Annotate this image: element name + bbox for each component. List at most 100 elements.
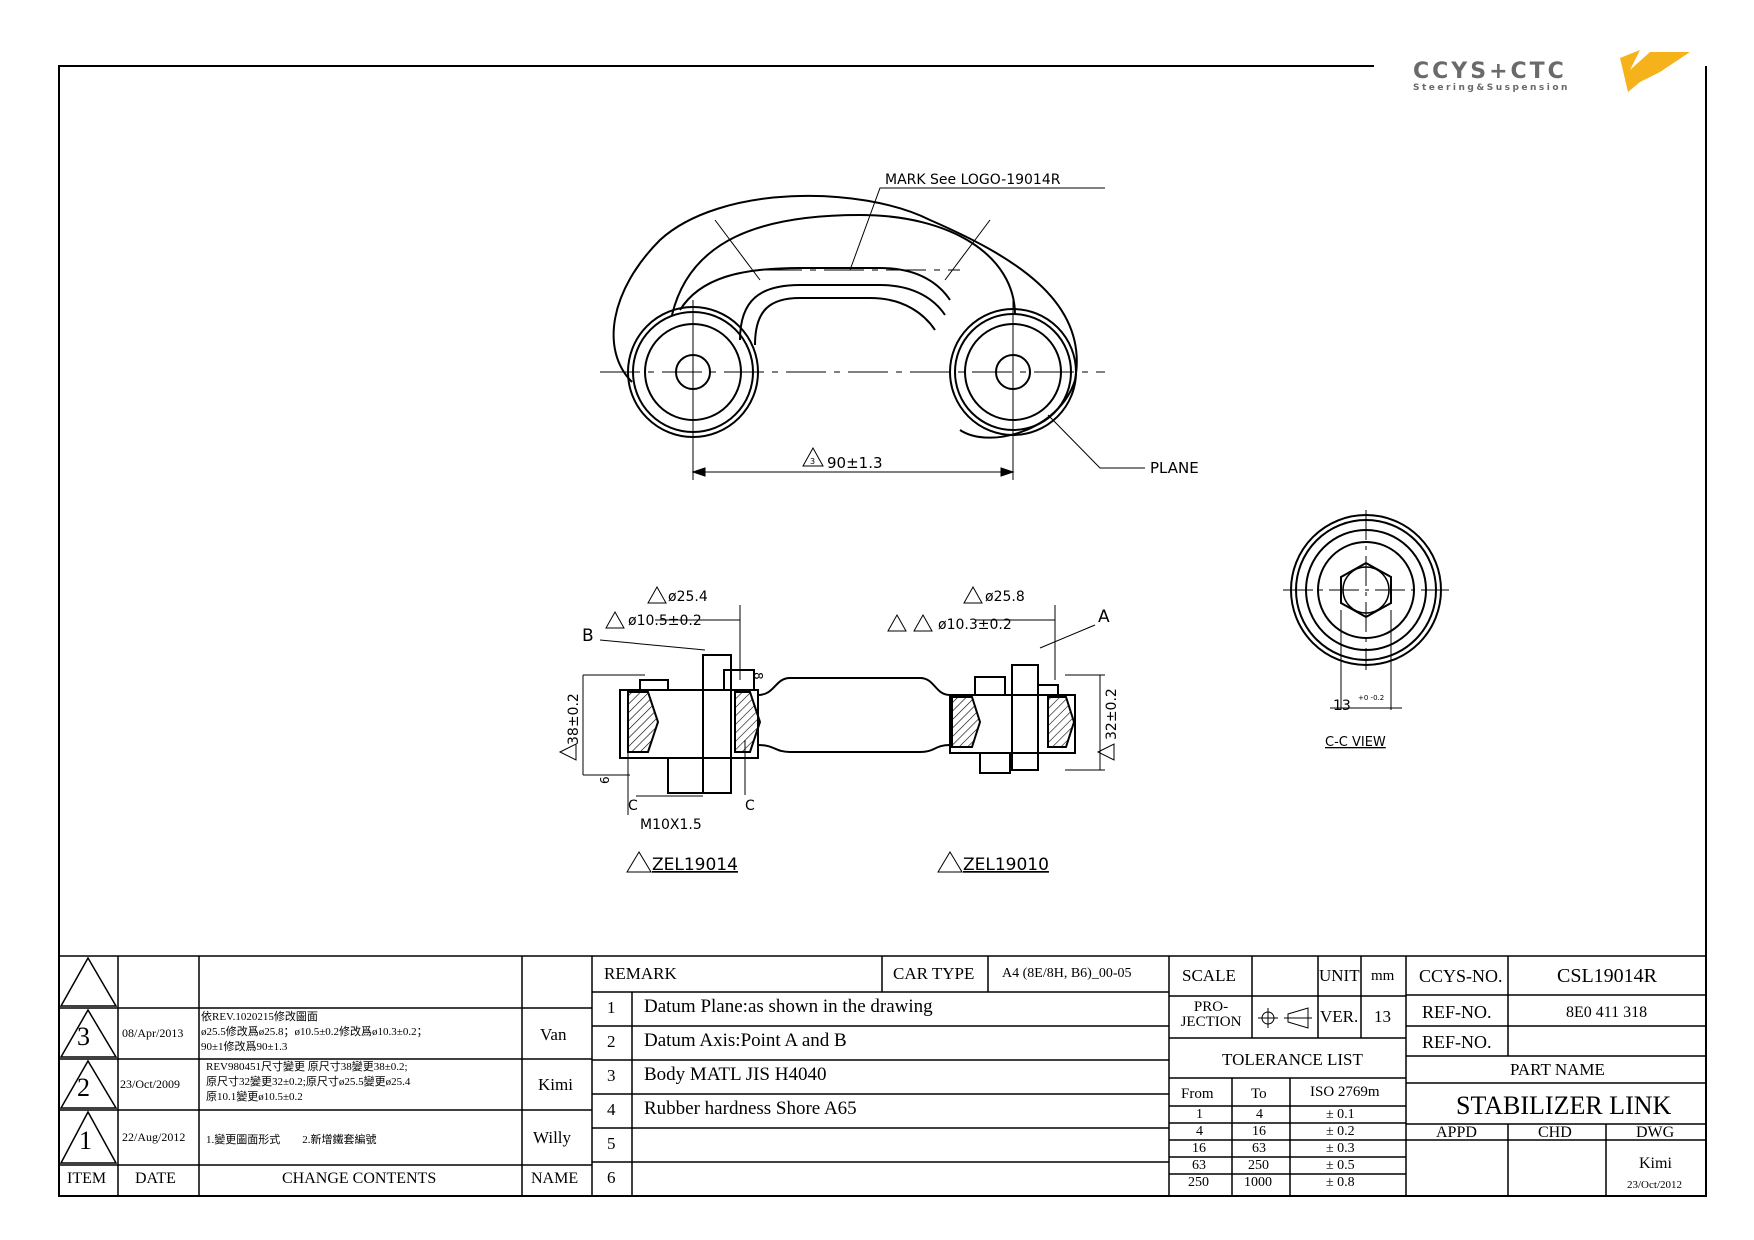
tol-from-header: From bbox=[1181, 1086, 1214, 1102]
dwg-label: DWG bbox=[1636, 1124, 1675, 1141]
tol-cell: 1000 bbox=[1244, 1175, 1272, 1190]
remark-text: Datum Axis:Point A and B bbox=[644, 1030, 847, 1051]
side-view bbox=[582, 605, 1105, 815]
tol-cell: ± 0.3 bbox=[1326, 1141, 1355, 1156]
rev-date-3: 08/Apr/2013 bbox=[122, 1026, 184, 1040]
center-distance-dim: 90±1.3 bbox=[827, 454, 883, 472]
remark-text: Body MATL JIS H4040 bbox=[644, 1064, 827, 1085]
tol-cell: 16 bbox=[1192, 1141, 1206, 1156]
chd-label: CHD bbox=[1538, 1124, 1572, 1141]
part-name-label: PART NAME bbox=[1510, 1060, 1605, 1079]
revision-triangle-icons bbox=[558, 585, 1115, 873]
rev-change-1: 1.變更圖面形式 2.新增鐵套編號 bbox=[206, 1134, 377, 1146]
rev-change-2: REV980451尺寸變更 原尺寸38變更38±0.2;原尺寸32變更32±0.… bbox=[206, 1061, 411, 1103]
section-view bbox=[1283, 510, 1449, 710]
ref-no-value: 8E0 411 318 bbox=[1566, 1004, 1648, 1021]
tol-cell: 250 bbox=[1188, 1175, 1209, 1190]
right-dia-outer: ø25.8 bbox=[985, 589, 1025, 605]
company-logo: CCYS+CTC Steering&Suspension bbox=[1413, 50, 1690, 93]
scale-label: SCALE bbox=[1182, 966, 1236, 985]
section-c-right: C bbox=[745, 798, 755, 814]
tol-iso-header: ISO 2769m bbox=[1310, 1084, 1380, 1100]
top-view-centerlines bbox=[600, 187, 1145, 480]
ccys-no-label: CCYS-NO. bbox=[1419, 966, 1503, 986]
top-view bbox=[612, 194, 1078, 439]
rev-item-3: 3 bbox=[77, 1022, 90, 1051]
rev-item-2: 2 bbox=[77, 1073, 90, 1102]
thread-dim: M10X1.5 bbox=[640, 817, 702, 833]
tol-cell: ± 0.1 bbox=[1326, 1107, 1355, 1122]
drawer-name: Kimi bbox=[1639, 1155, 1672, 1172]
tol-cell: 250 bbox=[1248, 1158, 1269, 1173]
point-a-label: A bbox=[1098, 607, 1110, 627]
section-width-dim: 13 bbox=[1333, 698, 1351, 714]
tol-cell: ± 0.2 bbox=[1326, 1124, 1355, 1139]
plane-label: PLANE bbox=[1150, 459, 1199, 477]
unit-value: mm bbox=[1371, 968, 1395, 984]
unit-label: UNIT bbox=[1319, 966, 1360, 985]
drawing-date: 23/Oct/2012 bbox=[1627, 1179, 1682, 1191]
car-type-label: CAR TYPE bbox=[893, 964, 975, 983]
rev-item-1: 1 bbox=[79, 1126, 92, 1155]
tol-cell: 16 bbox=[1252, 1124, 1266, 1139]
title-block-grid bbox=[58, 955, 1707, 1197]
left-dim-8: 8 bbox=[751, 672, 765, 680]
ccys-no-value: CSL19014R bbox=[1557, 965, 1658, 987]
section-c-left: C bbox=[628, 798, 638, 814]
rev-header-item: ITEM bbox=[67, 1170, 107, 1187]
tol-cell: ± 0.8 bbox=[1326, 1175, 1355, 1190]
tol-cell: 1 bbox=[1196, 1107, 1203, 1122]
logo-tagline: Steering&Suspension bbox=[1413, 83, 1570, 93]
remark-no: 2 bbox=[607, 1032, 616, 1051]
remark-no: 6 bbox=[607, 1168, 616, 1187]
rev3-triangle-icon: 3 bbox=[802, 446, 824, 467]
left-dia-inner: ø10.5±0.2 bbox=[628, 613, 702, 629]
rev-date-1: 22/Aug/2012 bbox=[122, 1130, 186, 1144]
right-dia-inner: ø10.3±0.2 bbox=[938, 617, 1012, 633]
logo-mark-icon bbox=[1620, 50, 1690, 92]
tol-cell: 63 bbox=[1192, 1158, 1206, 1173]
remark-no: 1 bbox=[607, 998, 616, 1017]
rev-name-2: Kimi bbox=[538, 1075, 573, 1094]
appd-label: APPD bbox=[1436, 1124, 1477, 1141]
right-part-no: ZEL19010 bbox=[963, 855, 1049, 875]
right-height-dim: 32±0.2 bbox=[1104, 688, 1120, 740]
point-b-label: B bbox=[582, 626, 594, 646]
rev-header-date: DATE bbox=[135, 1170, 176, 1187]
ref-no-label-2: REF-NO. bbox=[1422, 1032, 1492, 1052]
right-dims: ø25.8 ø10.3±0.2 A 32±0.2 ZEL19010 bbox=[938, 589, 1120, 875]
rev-header-change: CHANGE CONTENTS bbox=[282, 1170, 437, 1187]
tol-cell: 4 bbox=[1196, 1124, 1203, 1139]
mark-note: MARK See LOGO-19014R bbox=[885, 172, 1061, 188]
remark-no: 4 bbox=[607, 1100, 616, 1119]
left-dim-6: 6 bbox=[598, 776, 612, 784]
tol-cell: ± 0.5 bbox=[1326, 1158, 1355, 1173]
left-height-dim: 38±0.2 bbox=[566, 693, 582, 745]
left-part-no: ZEL19014 bbox=[652, 855, 738, 875]
remark-text: Rubber hardness Shore A65 bbox=[644, 1098, 857, 1119]
tolerance-title: TOLERANCE LIST bbox=[1222, 1050, 1363, 1069]
rev-header-name: NAME bbox=[531, 1170, 579, 1187]
remark-no: 5 bbox=[607, 1134, 616, 1153]
ref-no-label: REF-NO. bbox=[1422, 1002, 1492, 1022]
part-name-value: STABILIZER LINK bbox=[1456, 1091, 1672, 1120]
tol-cell: 63 bbox=[1252, 1141, 1266, 1156]
section-view-title: C-C VIEW bbox=[1325, 735, 1386, 750]
ver-value: 13 bbox=[1374, 1007, 1391, 1026]
left-dims: ø25.4 ø10.5±0.2 B 38±0.2 8 6 M10X1.5 C C… bbox=[566, 589, 765, 875]
remark-no: 3 bbox=[607, 1066, 616, 1085]
remark-text: Datum Plane:as shown in the drawing bbox=[644, 996, 933, 1017]
logo-brand: CCYS+CTC bbox=[1413, 59, 1567, 84]
left-dia-outer: ø25.4 bbox=[668, 589, 708, 605]
remark-title: REMARK bbox=[604, 964, 677, 983]
car-type-value: A4 (8E/8H, B6)_00-05 bbox=[1002, 966, 1132, 981]
svg-text:3: 3 bbox=[810, 457, 815, 466]
rev-name-1: Willy bbox=[533, 1128, 572, 1147]
tol-cell: 4 bbox=[1256, 1107, 1263, 1122]
rev-name-3: Van bbox=[540, 1025, 567, 1044]
tol-to-header: To bbox=[1251, 1086, 1267, 1102]
rev-table-triangles bbox=[59, 956, 118, 1164]
section-width-tol: +0 -0.2 bbox=[1358, 694, 1384, 702]
